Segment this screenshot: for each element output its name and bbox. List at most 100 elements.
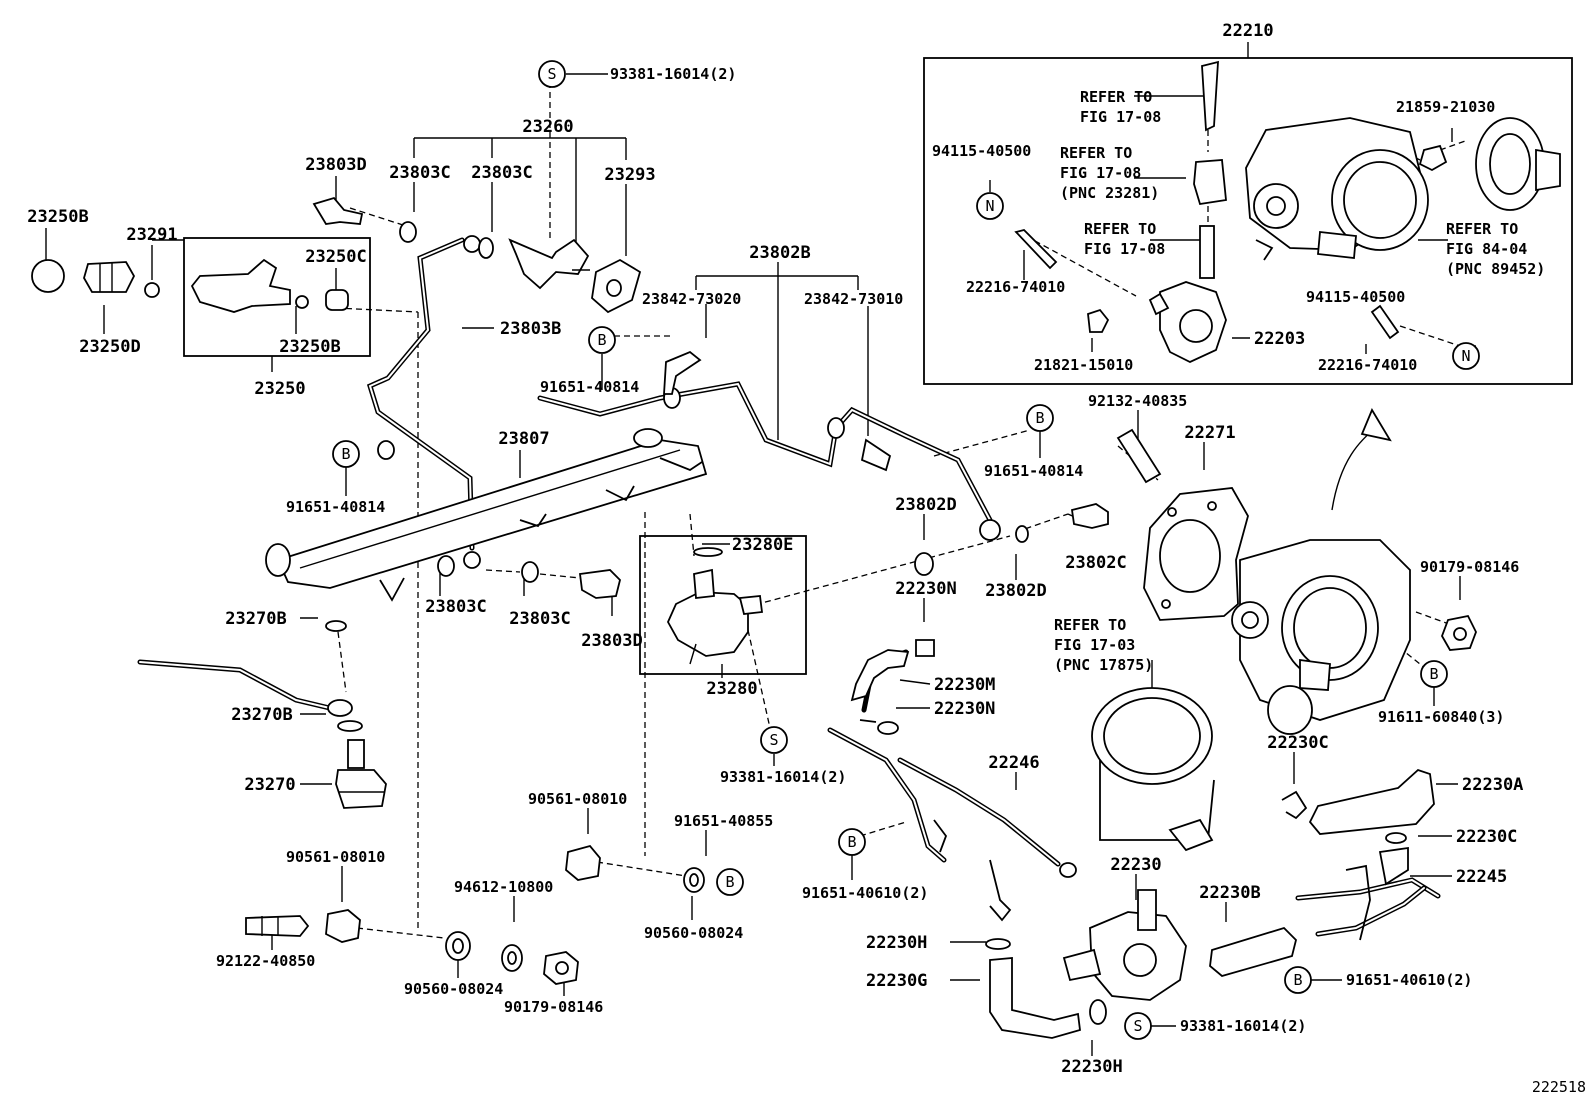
label-91651-40610-a: 91651-40610(2) [802,884,928,902]
label-23803d-bot: 23803D [581,631,642,651]
svg-text:(PNC 23281): (PNC 23281) [1060,184,1159,202]
label-93381-bot: 93381-16014(2) [1180,1017,1306,1035]
label-90561-08010-a: 90561-08010 [528,790,627,808]
label-23803c-d: 23803C [509,609,570,629]
label-22230h-a: 22230H [866,933,927,953]
label-23803d-top: 23803D [305,155,366,175]
svg-text:FIG 17-08: FIG 17-08 [1080,108,1161,126]
label-91651-40814-a: 91651-40814 [540,378,639,396]
label-90179-08146-r: 90179-08146 [1420,558,1519,576]
svg-text:S: S [547,65,556,83]
label-23803c-c: 23803C [425,597,486,617]
label-91651-40814-c: 91651-40814 [984,462,1083,480]
label-23291: 23291 [126,225,177,245]
refer-fig-17-08-top: REFER TO FIG 17-08 [1080,88,1161,126]
label-92122-40850: 92122-40850 [216,952,315,970]
svg-text:REFER TO: REFER TO [1060,144,1132,162]
label-23260: 23260 [522,117,573,137]
label-23250b-box: 23250B [279,337,340,357]
label-23250: 23250 [254,379,305,399]
refer-fig-17-08-mid: REFER TO FIG 17-08 [1084,220,1165,258]
symbol-s-regulator: S [760,726,788,754]
label-22230a: 22230A [1462,775,1523,795]
label-22245: 22245 [1456,867,1507,887]
symbol-s-bottom: S [1124,1012,1152,1040]
label-90560-08024-a: 90560-08024 [644,924,743,942]
label-23802b: 23802B [749,243,810,263]
label-23803c-a: 23803C [389,163,450,183]
label-91611-60840: 91611-60840(3) [1378,708,1504,726]
label-23842-73020: 23842-73020 [642,290,741,308]
label-22210: 22210 [1222,21,1273,41]
svg-text:FIG 17-03: FIG 17-03 [1054,636,1135,654]
refer-fig-17-03: REFER TO FIG 17-03 (PNC 17875) [1054,616,1153,674]
label-23802d-b: 23802D [985,581,1046,601]
svg-text:REFER TO: REFER TO [1084,220,1156,238]
label-21859-21030: 21859-21030 [1396,98,1495,116]
refer-fig-84-04: REFER TO FIG 84-04 (PNC 89452) [1446,220,1545,278]
label-22216-74010-b: 22216-74010 [1318,356,1417,374]
label-22271: 22271 [1184,423,1235,443]
label-23270b-b: 23270B [231,705,292,725]
label-21821-15010: 21821-15010 [1034,356,1133,374]
symbol-b-22245: B [1284,966,1312,994]
label-90560-08024-b: 90560-08024 [404,980,503,998]
label-23280: 23280 [706,679,757,699]
label-90561-08010-b: 90561-08010 [286,848,385,866]
label-22203: 22203 [1254,329,1305,349]
svg-text:N: N [1461,347,1470,365]
label-22230g: 22230G [866,971,927,991]
label-94612-10800: 94612-10800 [454,878,553,896]
label-23803c-b: 23803C [471,163,532,183]
label-23270b-a: 23270B [225,609,286,629]
label-91651-40814-b: 91651-40814 [286,498,385,516]
svg-text:B: B [1293,971,1302,989]
svg-text:B: B [725,873,734,891]
label-94115-40500-a: 94115-40500 [932,142,1031,160]
label-93381-mid: 93381-16014(2) [720,768,846,786]
svg-text:B: B [1429,665,1438,683]
label-94115-40500-b: 94115-40500 [1306,288,1405,306]
svg-text:FIG 84-04: FIG 84-04 [1446,240,1527,258]
label-23250c: 23250C [305,247,366,267]
svg-text:(PNC 89452): (PNC 89452) [1446,260,1545,278]
svg-text:N: N [985,197,994,215]
label-91651-40610-b: 91651-40610(2) [1346,971,1472,989]
label-22230n-a: 22230N [895,579,956,599]
label-22216-74010-a: 22216-74010 [966,278,1065,296]
symbol-b-throttle: B [1420,660,1448,688]
svg-text:REFER TO: REFER TO [1054,616,1126,634]
label-22230c-a: 22230C [1267,733,1328,753]
svg-text:B: B [847,833,856,851]
symbol-b-rail: B [332,440,360,468]
label-90179-08146-b: 90179-08146 [504,998,603,1016]
symbol-b-22246: B [838,828,866,856]
label-23807: 23807 [498,429,549,449]
label-22230b: 22230B [1199,883,1260,903]
label-23280e: 23280E [732,535,793,555]
svg-text:B: B [341,445,350,463]
svg-text:S: S [769,731,778,749]
svg-text:B: B [597,331,606,349]
symbol-n-left: N [976,192,1004,220]
label-93381-top: 93381-16014(2) [610,65,736,83]
symbol-s-top: S [538,60,566,88]
illustration-code: 222518 [1532,1078,1586,1096]
label-22230c-b: 22230C [1456,827,1517,847]
label-23803b: 23803B [500,319,561,339]
svg-text:S: S [1133,1017,1142,1035]
svg-text:REFER TO: REFER TO [1446,220,1518,238]
label-22230h-b: 22230H [1061,1057,1122,1077]
svg-text:B: B [1035,409,1044,427]
label-22230n-b: 22230N [934,699,995,719]
label-91651-40855: 91651-40855 [674,812,773,830]
label-23250b-left: 23250B [27,207,88,227]
label-23293: 23293 [604,165,655,185]
svg-text:FIG 17-08: FIG 17-08 [1060,164,1141,182]
injector-assembly-box [183,237,371,357]
label-22246: 22246 [988,753,1039,773]
pressure-regulator-box [639,535,807,675]
label-22230: 22230 [1110,855,1161,875]
label-22230m: 22230M [934,675,995,695]
